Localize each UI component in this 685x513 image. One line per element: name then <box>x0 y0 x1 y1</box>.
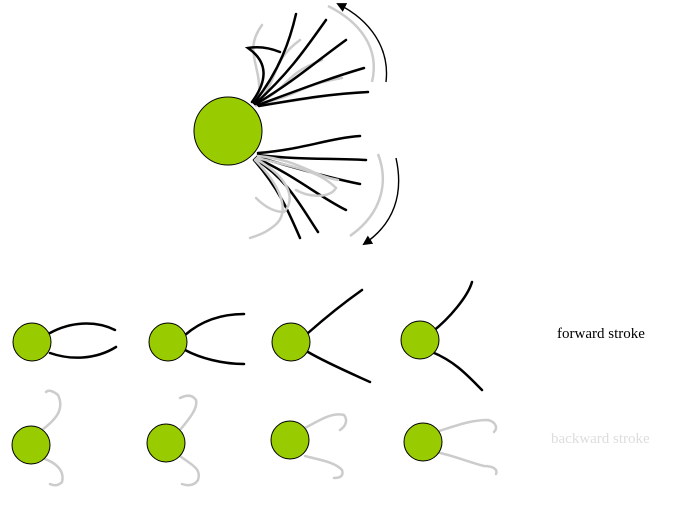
top-cell-body <box>193 96 263 166</box>
grey-guide-arc-upper <box>327 4 375 83</box>
top-lower-forward-cilia <box>252 134 368 240</box>
forward-stroke-label: forward stroke <box>557 326 645 342</box>
forward-stroke-row <box>12 280 484 392</box>
grey-guide-arc-lower <box>349 153 384 238</box>
backward-stroke-frame-4 <box>403 418 498 476</box>
backward-stroke-frame-2 <box>146 394 201 487</box>
backward-stroke-frame-3 <box>270 413 348 480</box>
backward-stroke-label: backward stroke <box>551 431 650 447</box>
arrow-lower-icon <box>362 157 400 246</box>
forward-stroke-frame-3 <box>271 288 372 384</box>
top-cell-group <box>193 3 400 246</box>
backward-stroke-frame-1 <box>11 389 64 487</box>
forward-stroke-frame-2 <box>148 312 246 366</box>
forward-stroke-frame-1 <box>12 322 118 362</box>
top-lower-backward-cilia <box>248 154 340 240</box>
top-upper-forward-cilia <box>244 12 370 108</box>
backward-stroke-row <box>11 389 498 487</box>
arrow-upper-icon <box>336 3 388 83</box>
forward-stroke-frame-4 <box>400 280 484 392</box>
